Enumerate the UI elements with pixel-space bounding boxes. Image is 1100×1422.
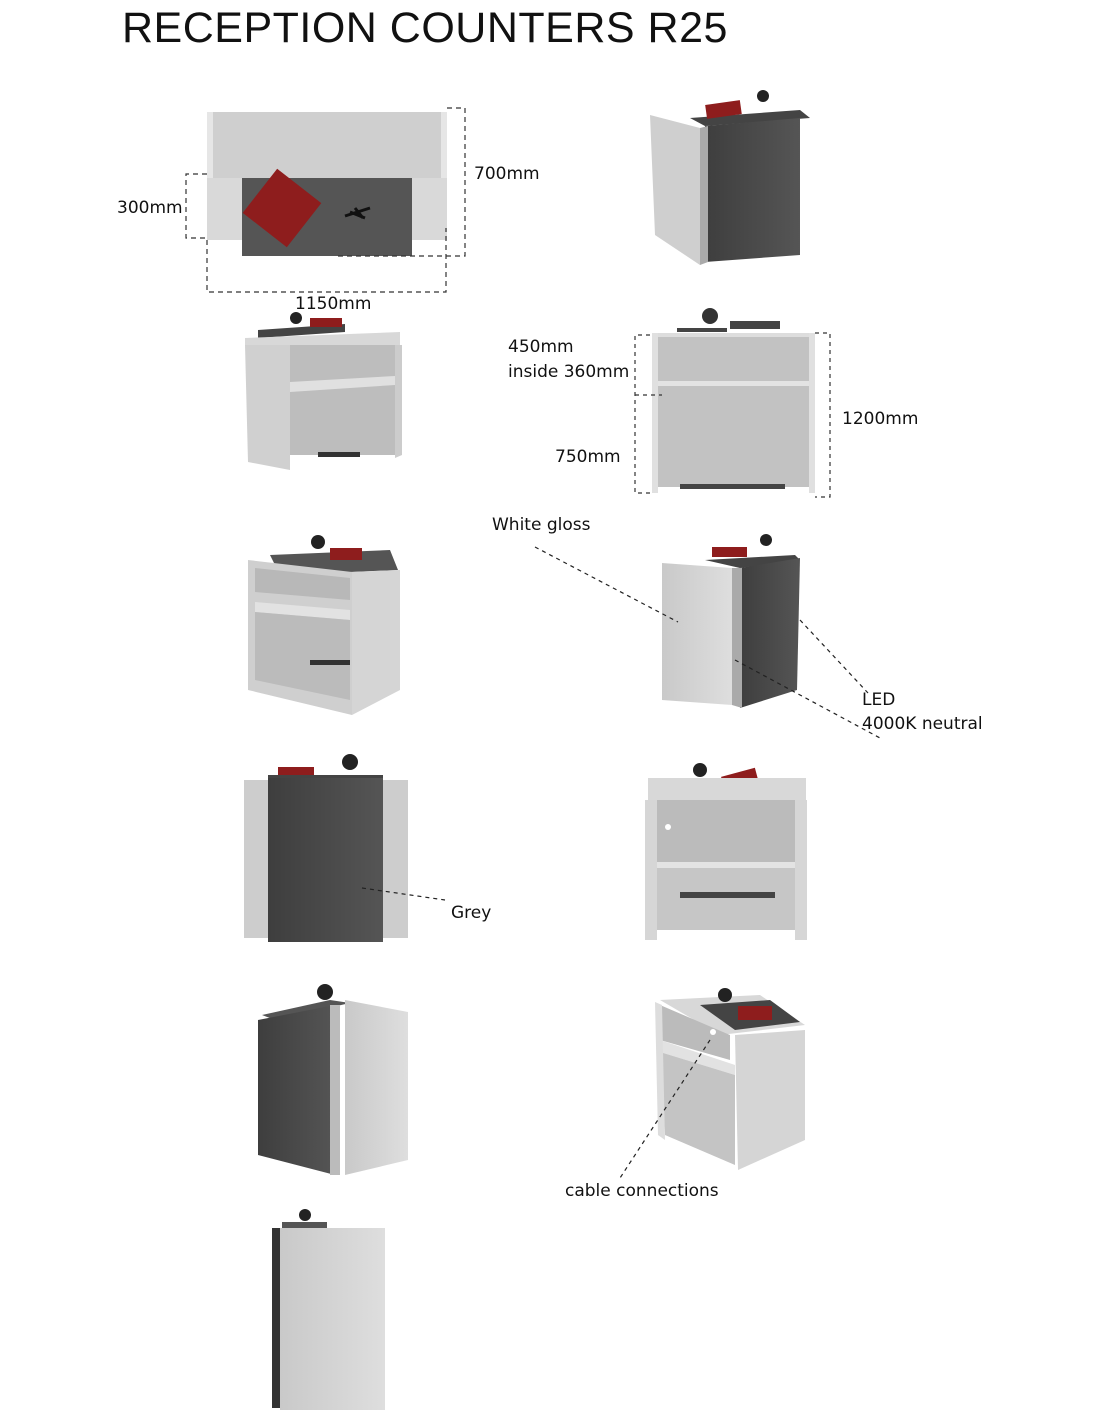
label-grey: Grey	[451, 903, 492, 923]
render-front-iso	[245, 312, 402, 470]
leader-lines	[361, 546, 881, 1179]
page-title: RECEPTION COUNTERS R25	[122, 4, 728, 52]
dim-total-height: 1200mm	[842, 409, 919, 429]
render-back-view	[244, 754, 408, 942]
dim-depth-top: 300mm	[117, 198, 183, 218]
label-cable-connections: cable connections	[565, 1181, 719, 1201]
dim-upper-height: 450mm	[508, 337, 574, 357]
render-side-view	[272, 1209, 385, 1410]
render-side-iso	[662, 534, 800, 708]
render-iso-back-left	[258, 984, 408, 1175]
dim-depth-total: 700mm	[474, 164, 540, 184]
render-iso-front	[655, 988, 805, 1170]
render-back-iso	[248, 535, 400, 715]
label-led: LED	[862, 690, 896, 710]
render-iso-right	[650, 90, 810, 265]
dim-lower-height: 750mm	[555, 447, 621, 467]
render-front-view	[634, 308, 831, 498]
label-led-temp: 4000K neutral	[862, 714, 983, 734]
dim-upper-inside: inside 360mm	[508, 362, 630, 382]
render-front-led	[645, 763, 807, 940]
dim-width: 1150mm	[295, 294, 372, 314]
render-top-view	[185, 107, 466, 293]
label-white-gloss: White gloss	[492, 515, 591, 535]
